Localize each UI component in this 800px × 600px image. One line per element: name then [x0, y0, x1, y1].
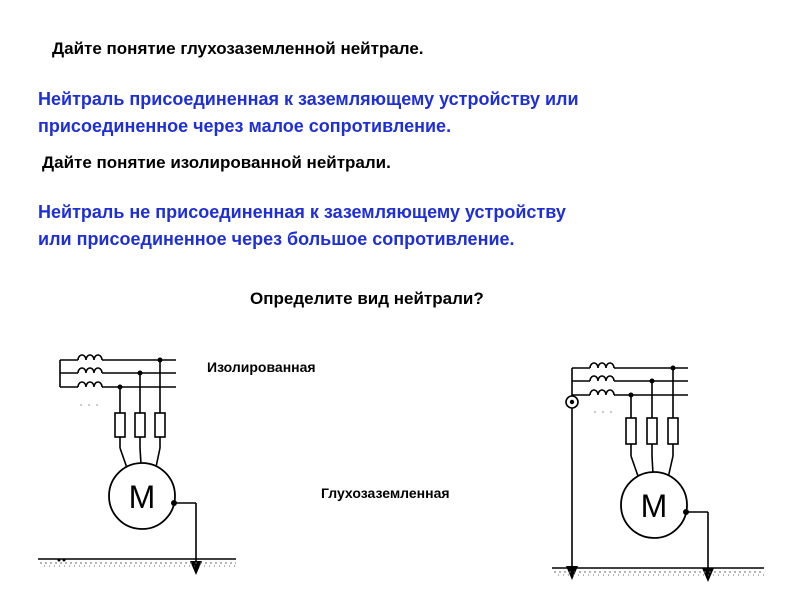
- question-grounded-neutral: Дайте понятие глухозаземленной нейтрале.: [52, 39, 424, 58]
- answer-isolated-line-2: или присоединенное через большое сопроти…: [38, 229, 515, 249]
- motor-symbol: М: [129, 479, 156, 515]
- answer-isolated-line-1: Нейтраль не присоединенная к заземляющем…: [38, 202, 566, 222]
- ground-arrow-icon: [190, 561, 202, 575]
- motor-circle: [108, 462, 176, 530]
- ground-arrow-icon: [566, 566, 578, 580]
- answer-grounded-line-2: присоединенное через малое сопротивление…: [38, 116, 452, 136]
- motor-symbol: М: [641, 488, 668, 524]
- motor-circle: [620, 471, 688, 539]
- label-grounded: Глухозаземленная: [321, 485, 450, 501]
- answer-grounded-line-1: Нейтраль присоединенная к заземляющему у…: [38, 89, 579, 109]
- grounded-neutral-diagram: М: [552, 362, 764, 582]
- question-identify-neutral: Определите вид нейтрали?: [250, 289, 484, 308]
- question-isolated-neutral: Дайте понятие изолированной нейтрали.: [42, 153, 391, 172]
- label-isolated: Изолированная: [207, 359, 316, 375]
- isolated-neutral-diagram: М: [38, 354, 236, 575]
- answer-isolated-neutral: Нейтраль не присоединенная к заземляющем…: [38, 199, 566, 253]
- answer-grounded-neutral: Нейтраль присоединенная к заземляющему у…: [38, 86, 579, 140]
